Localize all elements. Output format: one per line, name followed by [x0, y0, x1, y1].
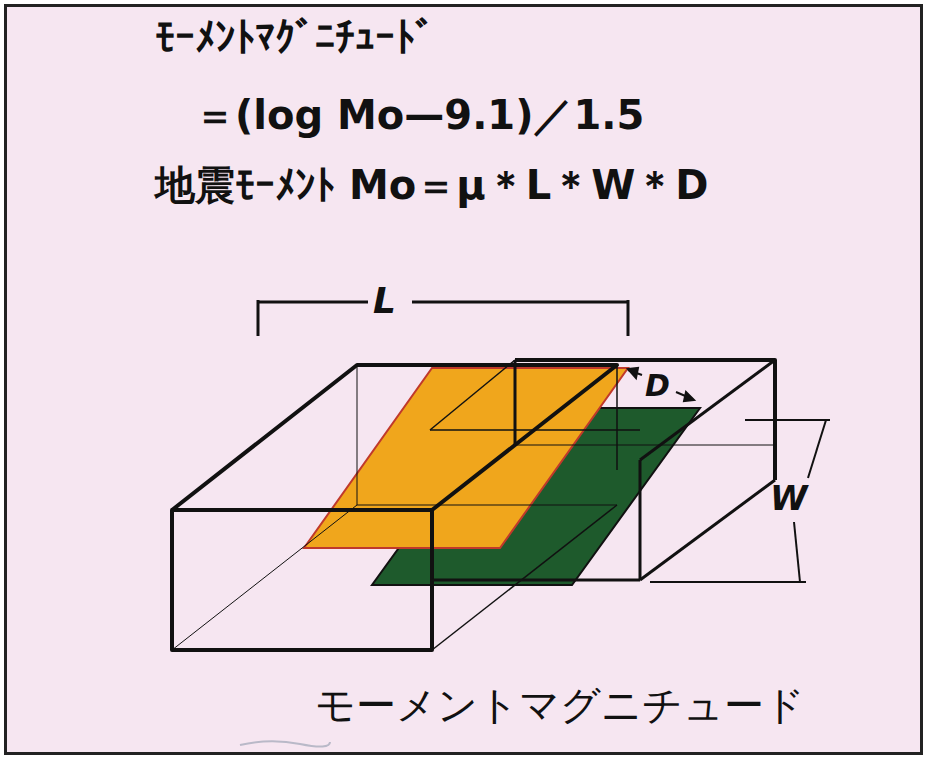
caption-text: モーメントマグニチュード	[315, 678, 805, 733]
formula-line: ＝(log Mo—9.1)／1.5	[195, 88, 644, 143]
formula-heading: ﾓｰﾒﾝﾄﾏｸﾞﾆﾁｭｰﾄﾞ	[155, 14, 435, 60]
dimension-label: L	[373, 280, 396, 321]
formula-line: 地震ﾓｰﾒﾝﾄ Mo＝μ＊L＊W＊D	[155, 158, 708, 213]
dimension-label: W	[770, 478, 808, 518]
dimension-label: D	[645, 368, 670, 403]
